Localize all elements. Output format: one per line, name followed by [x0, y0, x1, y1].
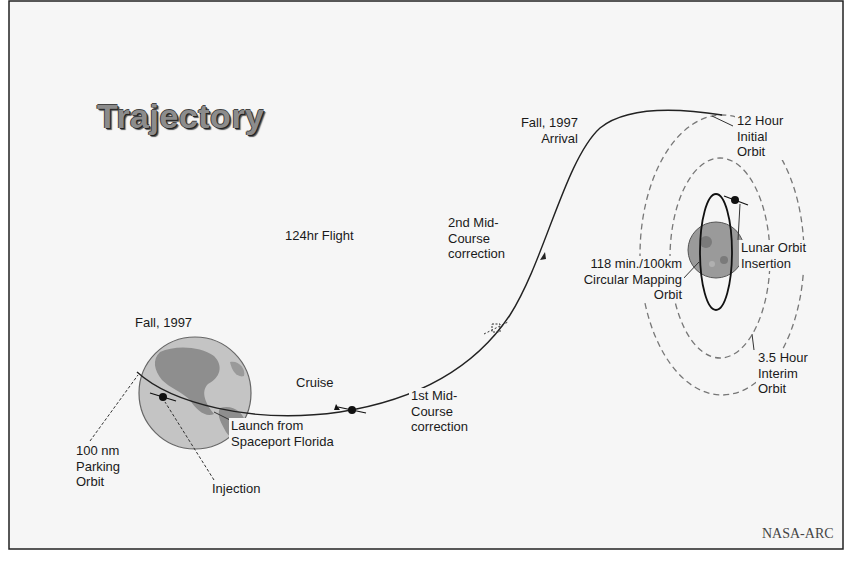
leader-line: [752, 334, 754, 350]
leader-line: [682, 262, 699, 280]
spacecraft: [334, 404, 366, 414]
trajectory-path: [137, 110, 722, 415]
annotation-label: Cruise: [294, 375, 336, 391]
annotation-label: Injection: [210, 481, 262, 497]
annotation-label: 12 Hour Initial Orbit: [735, 113, 801, 160]
crater: [709, 261, 715, 267]
direction-arrow: [540, 252, 546, 260]
annotation-label: 100 nm Parking Orbit: [74, 443, 136, 490]
leader-line: [738, 204, 740, 240]
annotation-label: 1st Mid-Course correction: [409, 388, 495, 435]
spacecraft: [724, 196, 748, 205]
continent: [155, 347, 220, 415]
spacecraft: [150, 393, 176, 401]
annotation-label: Lunar Orbit Insertion: [739, 240, 815, 271]
annotation-label: Launch from Spaceport Florida: [229, 418, 355, 449]
continent: [230, 362, 244, 377]
crater: [700, 236, 712, 248]
spacecraft-boom: [484, 322, 508, 334]
annotation-label: 124hr Flight: [283, 228, 356, 244]
spacecraft-boom: [150, 393, 176, 401]
annotation-label: 2nd Mid-Course correction: [446, 215, 532, 262]
leader-line: [712, 116, 733, 126]
annotation-label: Fall, 1997 Arrival: [500, 115, 580, 146]
credit-label: NASA-ARC: [760, 526, 836, 543]
mapping-orbit: [700, 194, 732, 310]
leader-line: [90, 375, 138, 441]
crater: [720, 256, 728, 264]
spacecraft-ghost: [484, 322, 508, 334]
diagram-title: Trajectory: [97, 97, 265, 136]
annotation-label: 118 min./100km Circular Mapping Orbit: [580, 256, 684, 303]
frame: [9, 1, 843, 549]
spacecraft-part: [334, 404, 340, 410]
annotation-label: Fall, 1997: [133, 315, 194, 331]
leader-line: [214, 412, 230, 420]
leader-line: [165, 402, 214, 480]
spacecraft-boom: [724, 196, 748, 205]
moon-disc: [688, 222, 744, 278]
annotation-label: 3.5 Hour Interim Orbit: [756, 350, 824, 397]
spacecraft-boom: [338, 407, 366, 413]
